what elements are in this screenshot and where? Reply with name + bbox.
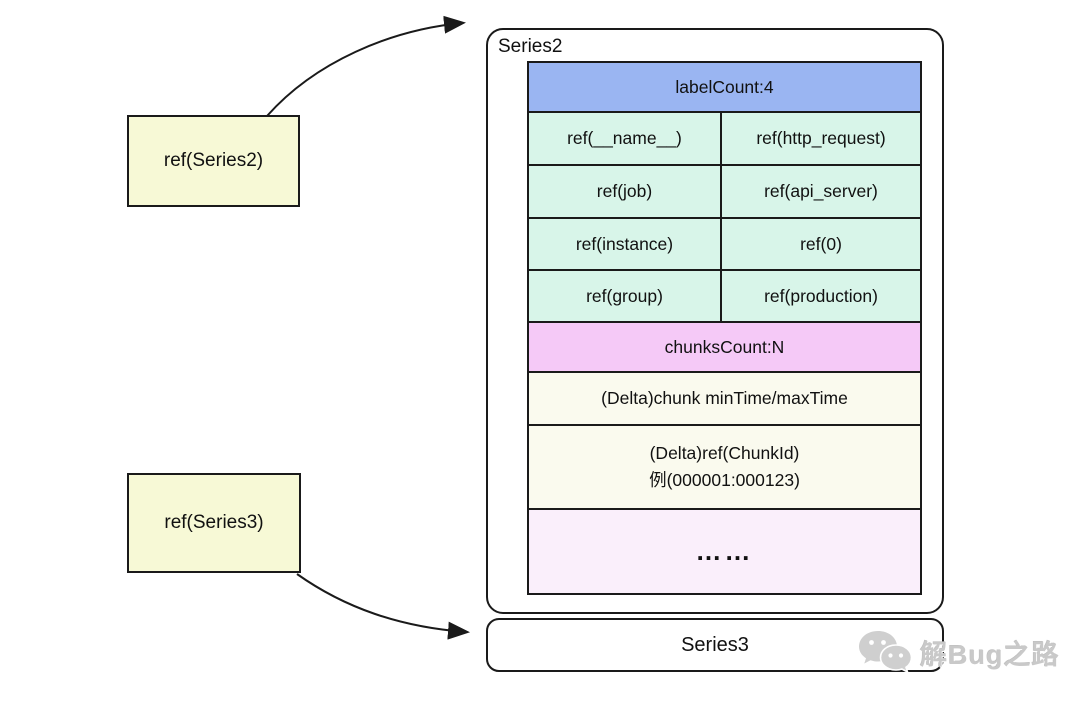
arrow-refseries3-to-series3 bbox=[296, 573, 470, 640]
row-chunks-count: chunksCount:N bbox=[529, 323, 920, 373]
row-chunk-time: (Delta)chunk minTime/maxTime bbox=[529, 373, 920, 426]
label-ref-cell: ref(group) bbox=[586, 285, 663, 306]
ref-series2-label: ref(Series2) bbox=[163, 150, 264, 171]
row-label-refs-1: ref(__name__) ref(http_request) bbox=[529, 113, 920, 166]
label-ref-cell: ref(http_request) bbox=[720, 113, 920, 164]
label-ref-cell: ref(instance) bbox=[575, 233, 674, 254]
chunk-ref-line2: 例(000001:000123) bbox=[649, 470, 800, 490]
series3-title: Series3 bbox=[681, 633, 749, 656]
chunk-time-cell: (Delta)chunk minTime/maxTime bbox=[601, 388, 848, 408]
series2-title: Series2 bbox=[498, 36, 563, 57]
row-label-refs-4: ref(group) ref(production) bbox=[529, 271, 920, 323]
label-ref-cell: ref(api_server) bbox=[720, 166, 920, 217]
ref-series2-box: ref(Series2) bbox=[127, 115, 300, 207]
wechat-logo-icon bbox=[859, 631, 913, 674]
row-ellipsis: …… bbox=[529, 510, 920, 593]
chunk-ref-line1: (Delta)ref(ChunkId) bbox=[649, 442, 800, 463]
label-ref-cell: ref(__name__) bbox=[567, 128, 682, 148]
label-ref-cell: ref(job) bbox=[596, 181, 653, 201]
row-chunk-ref: (Delta)ref(ChunkId) 例(000001:000123) bbox=[529, 426, 920, 510]
label-ref-cell: ref(0) bbox=[720, 219, 920, 269]
ellipsis-cell: …… bbox=[695, 536, 754, 566]
chunks-count-cell: chunksCount:N bbox=[664, 336, 785, 357]
row-label-refs-2: ref(job) ref(api_server) bbox=[529, 166, 920, 219]
label-count-cell: labelCount:4 bbox=[675, 76, 774, 97]
arrow-refseries2-to-series2 bbox=[266, 15, 466, 117]
series2-structure-table: labelCount:4 ref(__name__) ref(http_requ… bbox=[527, 61, 922, 595]
label-ref-cell: ref(production) bbox=[720, 271, 920, 321]
row-label-refs-3: ref(instance) ref(0) bbox=[529, 219, 920, 271]
watermark: 解Bug之路 bbox=[856, 629, 1059, 675]
ref-series3-box: ref(Series3) bbox=[127, 473, 301, 573]
ref-series3-label: ref(Series3) bbox=[164, 512, 264, 533]
row-label-count: labelCount:4 bbox=[529, 63, 920, 113]
watermark-text: 解Bug之路 bbox=[920, 639, 1060, 670]
chunk-ref-cell: (Delta)ref(ChunkId) 例(000001:000123) bbox=[529, 426, 920, 508]
series2-container: Series2 labelCount:4 ref(__name__) ref(h… bbox=[486, 28, 944, 614]
